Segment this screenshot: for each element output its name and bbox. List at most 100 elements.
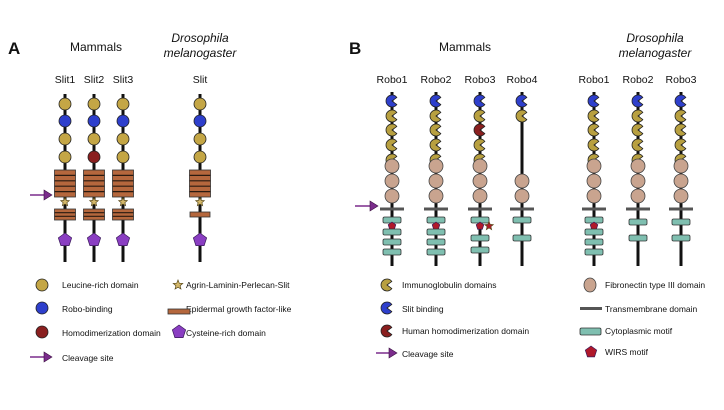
- drosophila-robo2-ig-4: [631, 138, 644, 152]
- slit3-egf-block-upper: [112, 169, 134, 198]
- drosophila-robo2-fn3-1: [630, 158, 646, 174]
- legend-robo-binding-symbol: [35, 301, 49, 315]
- drosophila-robo1-ig-2: [587, 109, 600, 123]
- robo1-ig-3: [385, 123, 398, 137]
- drosophila-robo1-cyto-3: [584, 238, 604, 246]
- label-slit1: Slit1: [55, 74, 76, 86]
- drosophila-robo2-ig-2: [631, 109, 644, 123]
- robo1-fn3-3: [384, 188, 400, 204]
- slit2-robo-binding: [87, 114, 101, 128]
- drosophila-robo2-ig-3: [631, 123, 644, 137]
- panel-a-letter: A: [8, 39, 20, 58]
- drosophila-robo2-fn3-3: [630, 188, 646, 204]
- robo1-ig-2: [385, 109, 398, 123]
- drosophila-robo1-fn3-3: [586, 188, 602, 204]
- legend-leucine-symbol: [35, 278, 49, 292]
- legend-ig-symbol: [380, 278, 393, 292]
- slit-drosophila-egf-single: [189, 211, 211, 218]
- drosophila-robo3-cyto-2: [671, 234, 691, 242]
- panel-a-dros-title-line2: melanogaster: [164, 46, 238, 60]
- robo2-ig-2: [429, 109, 442, 123]
- robo4-cyto-1: [512, 216, 532, 224]
- label-robo2: Robo2: [421, 74, 452, 86]
- slit-drosophila-alps-star: [194, 196, 206, 207]
- robo3-cyto-3: [470, 246, 490, 254]
- drosophila-robo2-cyto-2: [628, 234, 648, 242]
- panel-a-mammals-title: Mammals: [70, 40, 122, 54]
- legend-slit-binding-symbol: [380, 301, 393, 315]
- robo2-fn3-3: [428, 188, 444, 204]
- robo3-ig-1: [473, 94, 486, 108]
- drosophila-robo1-ig-3: [587, 123, 600, 137]
- drosophila-robo3-transmembrane: [669, 207, 693, 211]
- robo4-ig-2: [515, 109, 528, 123]
- robo2-transmembrane: [424, 207, 448, 211]
- robo2-cyto-2: [426, 228, 446, 236]
- robo3-transmembrane: [468, 207, 492, 211]
- drosophila-robo2-fn3-2: [630, 173, 646, 189]
- slit3-egf-block-lower: [112, 208, 134, 221]
- drosophila-robo3-ig-1: [674, 94, 687, 108]
- robo1-ig-4: [385, 138, 398, 152]
- drosophila-robo1-fn3-1: [586, 158, 602, 174]
- robo1-cyto-4: [382, 248, 402, 256]
- robo2-ig-1: [429, 94, 442, 108]
- legend-human-homodim-text: Human homodimerization domain: [402, 326, 529, 336]
- robo4-ig-1: [515, 94, 528, 108]
- drosophila-robo1-cyto-4: [584, 248, 604, 256]
- slit1-leucine-rich-1: [58, 97, 72, 111]
- robo1-transmembrane: [380, 207, 404, 211]
- legend-alps-text: Agrin-Laminin-Perlecan-Slit: [186, 280, 290, 290]
- robo4-fn3-2: [514, 188, 530, 204]
- robo4-fn3-1: [514, 173, 530, 189]
- slit-drosophila-leucine-rich-3: [193, 150, 207, 164]
- slit3-robo-binding: [116, 114, 130, 128]
- drosophila-robo2-ig-1: [631, 94, 644, 108]
- slit1-domain-3: [58, 150, 72, 164]
- label-robo1: Robo1: [377, 74, 408, 86]
- label-drosophila-robo1: Robo1: [579, 74, 610, 86]
- label-robo4: Robo4: [507, 74, 538, 86]
- slit2-alps-star: [88, 196, 100, 207]
- drosophila-robo1-ig-1: [587, 94, 600, 108]
- legend-robo-binding-text: Robo-binding: [62, 304, 113, 314]
- drosophila-robo3-fn3-2: [673, 173, 689, 189]
- diagram-shapes: [30, 92, 693, 363]
- robo2-cyto-3: [426, 238, 446, 246]
- slit1-leucine-rich-2: [58, 132, 72, 146]
- panel-b-cleavage-arrow-head: [369, 200, 379, 212]
- legend-ig-text: Immunoglobulin domains: [402, 280, 497, 290]
- legend-b-cleavage-text: Cleavage site: [402, 349, 454, 359]
- legend-homodimerization-symbol: [35, 325, 49, 339]
- robo3-cyto-2: [470, 234, 490, 242]
- slit2-domain-3: [87, 150, 101, 164]
- slit-drosophila-leucine-rich-1: [193, 97, 207, 111]
- legend-cytoplasmic-symbol: [579, 327, 602, 336]
- slit3-alps-star: [117, 196, 129, 207]
- slit1-egf-block-upper: [54, 169, 76, 198]
- slit1-egf-block-lower: [54, 208, 76, 221]
- robo4-cyto-2: [512, 234, 532, 242]
- drosophila-robo3-ig-4: [674, 138, 687, 152]
- robo3-wirs-star: [483, 220, 495, 231]
- robo1-cyto-2: [382, 228, 402, 236]
- drosophila-robo3-ig-2: [674, 109, 687, 123]
- drosophila-robo3-cyto-1: [671, 218, 691, 226]
- legend-cytoplasmic-text: Cytoplasmic motif: [605, 326, 673, 336]
- legend-cysteine-symbol: [171, 324, 187, 339]
- legend-egf-symbol: [167, 308, 191, 315]
- robo3-ig-3: [473, 123, 486, 137]
- panel-b-dros-title-line2: melanogaster: [619, 46, 693, 60]
- legend-human-homodim-symbol: [380, 324, 393, 338]
- drosophila-robo2-transmembrane: [626, 207, 650, 211]
- slit2-leucine-rich-1: [87, 97, 101, 111]
- drosophila-robo1-transmembrane: [582, 207, 606, 211]
- drosophila-robo1-cyto-2: [584, 228, 604, 236]
- robo2-ig-4: [429, 138, 442, 152]
- robo4-transmembrane: [510, 207, 534, 211]
- legend-transmembrane-symbol: [580, 307, 602, 310]
- robo1-fn3-2: [384, 173, 400, 189]
- legend-cysteine-text: Cysteine-rich domain: [186, 328, 266, 338]
- slit-drosophila-cysteine-rich: [192, 232, 208, 247]
